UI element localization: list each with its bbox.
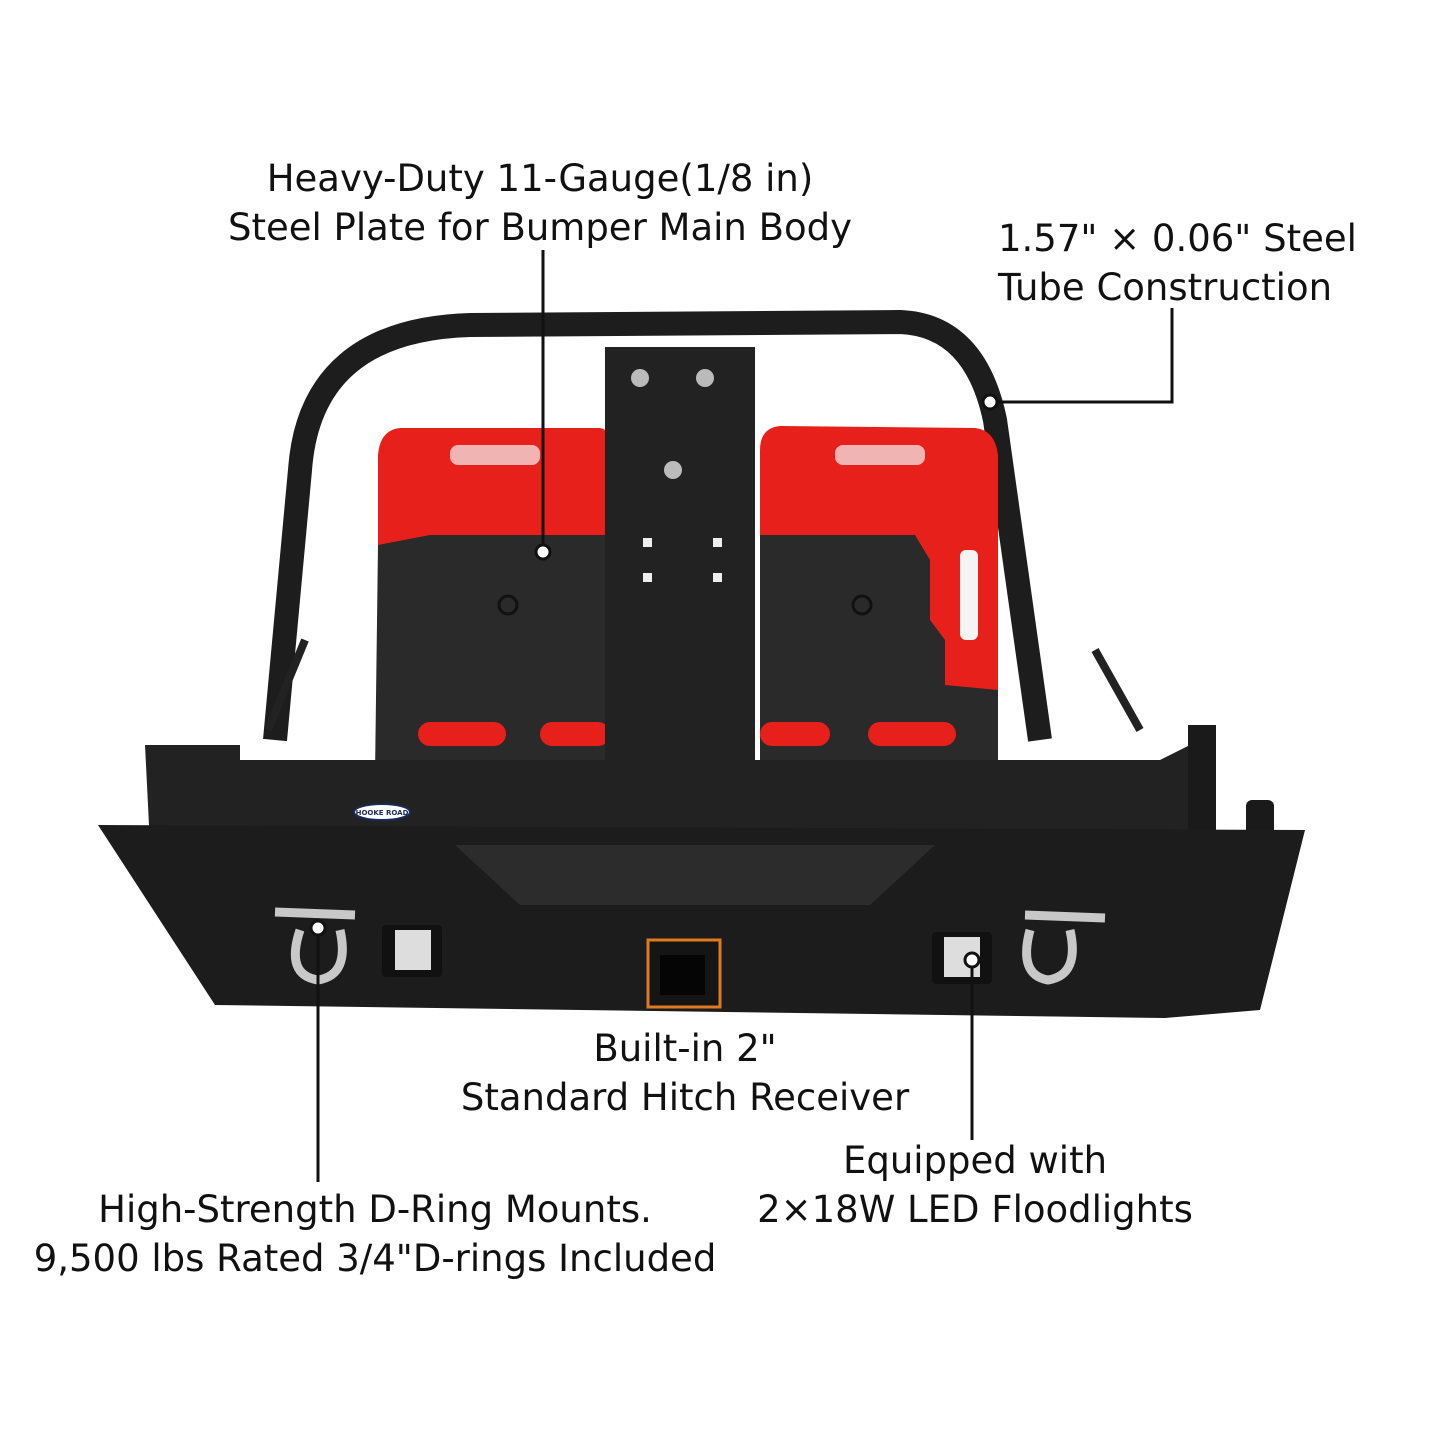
callout-text: Tube Construction	[998, 266, 1333, 309]
callout-line-tube	[990, 308, 1174, 404]
callout-text: Steel Plate for Bumper Main Body	[227, 206, 853, 249]
callout-text: 2×18W LED Floodlights	[757, 1188, 1193, 1231]
callout-text: 1.57" × 0.06" Steel	[998, 217, 1357, 260]
callout-hitch: Built-in 2" Standard Hitch Receiver	[461, 1024, 909, 1122]
callout-steel-plate: Heavy-Duty 11-Gauge(1/8 in) Steel Plate …	[228, 154, 852, 252]
tube-hoop	[263, 310, 1052, 742]
callout-tube: 1.57" × 0.06" Steel Tube Construction	[998, 214, 1357, 312]
brand-badge	[353, 803, 411, 821]
callout-lights: Equipped with 2×18W LED Floodlights	[757, 1136, 1193, 1234]
callout-text: Equipped with	[842, 1139, 1108, 1182]
svg-text:HOOKE ROAD: HOOKE ROAD	[356, 809, 409, 817]
callout-text: Built-in 2"	[593, 1027, 777, 1070]
callout-text: High-Strength D-Ring Mounts.	[98, 1188, 652, 1231]
callout-text: Standard Hitch Receiver	[460, 1076, 910, 1119]
d-ring-right	[1022, 910, 1106, 985]
callout-d-ring: High-Strength D-Ring Mounts. 9,500 lbs R…	[34, 1185, 717, 1283]
callout-text: Heavy-Duty 11-Gauge(1/8 in)	[266, 157, 814, 200]
callout-text: 9,500 lbs Rated 3/4"D-rings Included	[33, 1237, 717, 1280]
